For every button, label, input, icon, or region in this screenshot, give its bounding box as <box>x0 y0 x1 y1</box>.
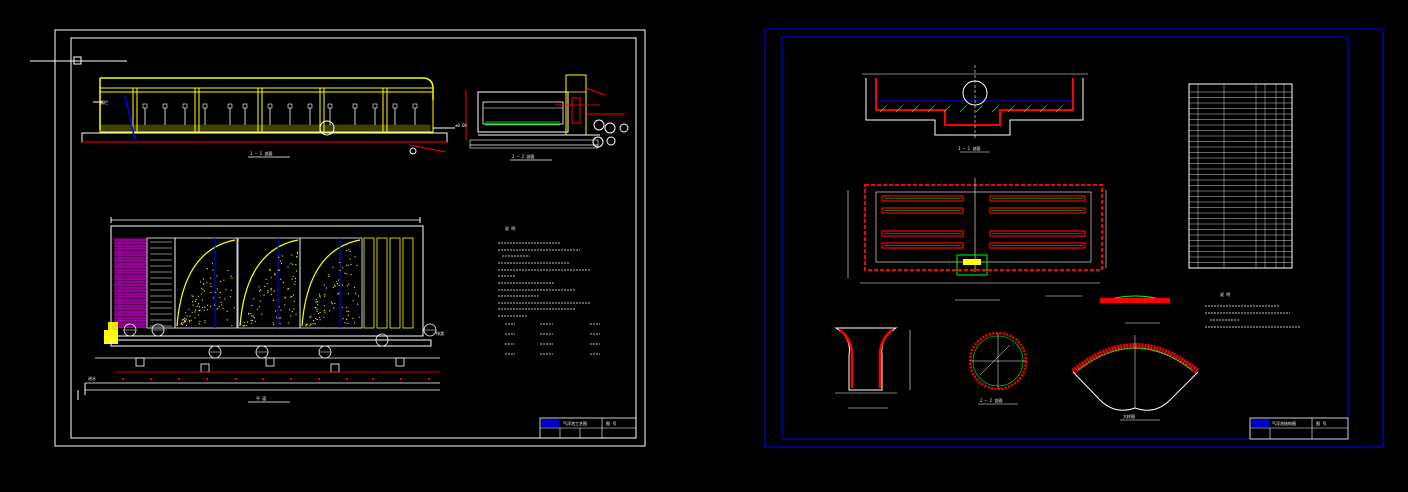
title-block-name: 气浮池工艺图 <box>563 420 587 426</box>
svg-text:进水: 进水 <box>88 375 96 381</box>
channel-section-label: 1 — 1 剖面 <box>958 145 980 151</box>
plan-view-label: 平 面 <box>256 396 266 401</box>
section-view-label: 2 — 2 剖面 <box>512 153 534 159</box>
svg-text:排渣: 排渣 <box>436 330 444 336</box>
title-block-name-2: 气浮池结构图 <box>1272 420 1296 426</box>
elevation-view-label: 1 — 1 剖面 <box>250 150 272 156</box>
notes-title-2: 说 明 <box>1220 291 1230 297</box>
notes-title: 说 明 <box>505 225 515 231</box>
curved-detail-label: 大样图 <box>1123 413 1135 419</box>
title-block-number-2: 图 号 <box>1316 420 1326 426</box>
circle-detail-label: 2 — 2 剖面 <box>980 397 1002 403</box>
svg-text:钢栏: 钢栏 <box>100 99 108 105</box>
title-block-number: 图 号 <box>606 420 616 426</box>
